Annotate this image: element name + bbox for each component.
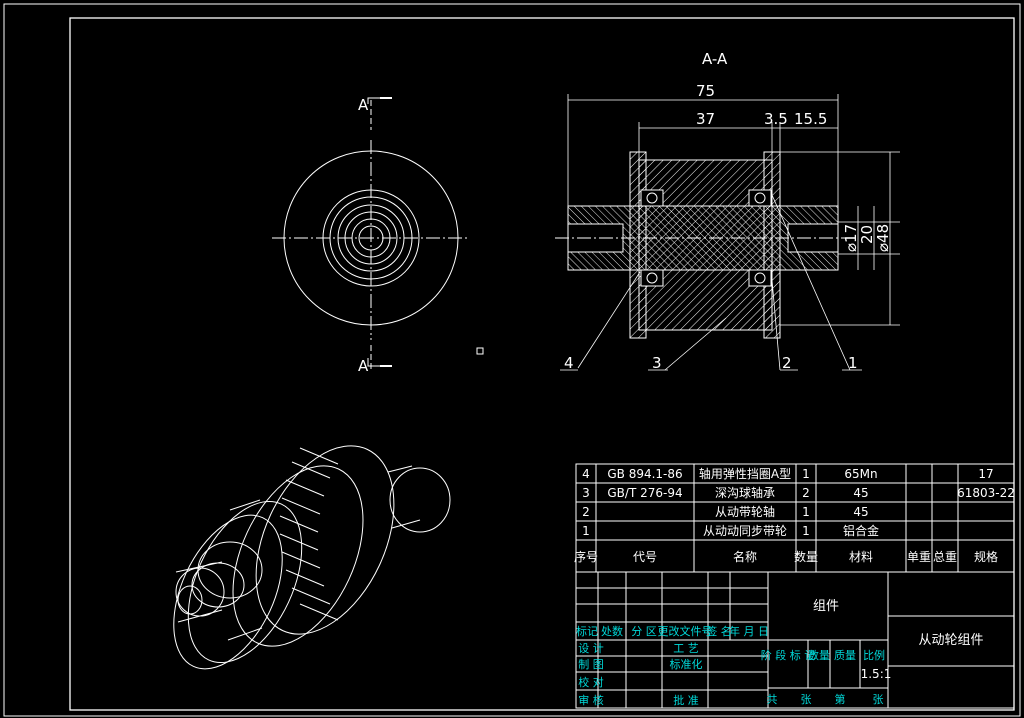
sign-row-label: 制 图 xyxy=(578,658,604,671)
bom-cell-name: 从动动同步带轮 xyxy=(703,524,787,538)
inner-border xyxy=(69,17,1015,711)
process-label: 工 艺 xyxy=(673,642,699,655)
front-view xyxy=(272,100,470,370)
revision-header: 分 区 xyxy=(631,625,657,638)
bom-cell-no: 2 xyxy=(582,505,590,519)
bom-cell-name: 从动带轮轴 xyxy=(715,504,775,519)
scale-value: 1.5:1 xyxy=(861,667,892,681)
section-view xyxy=(555,151,850,339)
footer-label: 张 xyxy=(801,693,812,706)
outer-border xyxy=(3,3,1021,717)
stage-header: 比例 xyxy=(863,648,885,662)
dim-overall-length: 75 xyxy=(696,82,715,100)
bom-cell-qty: 1 xyxy=(802,524,810,538)
dim-outer-dia: ⌀48 xyxy=(874,224,892,252)
dim-hub-length: 37 xyxy=(696,110,715,128)
revision-header: 更改文件号 xyxy=(658,624,713,638)
revision-header: 标记 xyxy=(576,624,598,638)
sign-row-label: 审 核 xyxy=(578,693,604,707)
bom-cell-material: 45 xyxy=(853,505,868,519)
balloon-4: 4 xyxy=(564,354,574,372)
dimension-lines xyxy=(560,94,900,371)
footer-label: 共 xyxy=(767,693,778,706)
drawing-name: 从动轮组件 xyxy=(918,633,983,648)
bom-header-spec: 规格 xyxy=(974,549,998,564)
bom-cell-name: 轴用弹性挡圈A型 xyxy=(699,466,791,481)
bom-header-code: 代号 xyxy=(633,550,657,564)
footer-label: 第 xyxy=(835,692,846,706)
dim-flange-b: 15.5 xyxy=(794,110,827,128)
bom-header-unit_weight: 单重 xyxy=(907,550,931,564)
bom-header-no: 序号 xyxy=(574,549,598,564)
bom-cell-qty: 1 xyxy=(802,467,810,481)
balloon-3: 3 xyxy=(652,354,662,372)
process-label: 标准化 xyxy=(670,657,703,671)
stage-header: 数量 xyxy=(808,649,830,662)
bom-cell-material: 铝合金 xyxy=(843,523,879,538)
small-marker xyxy=(476,347,484,355)
isometric-view xyxy=(173,445,451,670)
bom-cell-spec: 61803-22 xyxy=(957,486,1015,500)
title-text: 组件从动轮组件 1.5:1 标记处数分 区更改文件号签 名年 月 日设 计制 图校 … xyxy=(576,599,984,707)
bom-cell-code: GB 894.1-86 xyxy=(607,467,682,481)
bom-header-material: 材料 xyxy=(849,550,873,564)
bom-header-name: 名称 xyxy=(733,549,757,564)
stage-header: 阶 段 标 记 xyxy=(761,648,816,662)
section-mark-top-label: A xyxy=(358,96,369,114)
bom-cell-material: 45 xyxy=(853,486,868,500)
revision-header: 签 名 xyxy=(706,624,732,638)
assembly-label: 组件 xyxy=(813,599,839,614)
bom-table xyxy=(575,463,1015,573)
bom-cell-material: 65Mn xyxy=(844,467,877,481)
bom-cell-no: 1 xyxy=(582,524,590,538)
section-mark-bottom xyxy=(367,358,392,367)
bom-cell-no: 4 xyxy=(582,467,590,481)
balloon-1: 1 xyxy=(848,354,858,372)
bom-text: 4 GB 894.1-86 轴用弹性挡圈A型 1 65Mn 17 3 GB/T 276-94 深… xyxy=(574,466,1015,564)
bom-cell-code: GB/T 276-94 xyxy=(607,486,682,500)
section-mark-bottom-label: A xyxy=(358,357,369,375)
section-title: A-A xyxy=(702,50,728,68)
bom-header-total_weight: 总重 xyxy=(933,550,957,564)
sign-row-label: 设 计 xyxy=(578,642,604,655)
bom-header-qty: 数量 xyxy=(794,549,818,564)
process-label: 批 准 xyxy=(673,693,699,707)
revision-header: 处数 xyxy=(601,625,623,638)
dim-bore-dia: 20 xyxy=(858,225,876,244)
revision-header: 年 月 日 xyxy=(729,624,769,638)
bom-cell-no: 3 xyxy=(582,486,590,500)
balloon-2: 2 xyxy=(782,354,792,372)
dim-flange-a: 3.5 xyxy=(764,110,788,128)
section-mark-top xyxy=(367,97,392,104)
sign-row-label: 校 对 xyxy=(578,675,604,689)
bom-cell-qty: 2 xyxy=(802,486,810,500)
bom-cell-name: 深沟球轴承 xyxy=(715,485,775,500)
footer-label: 张 xyxy=(873,693,884,706)
bom-cell-qty: 1 xyxy=(802,505,810,519)
title-block xyxy=(575,571,1015,709)
bom-cell-spec: 17 xyxy=(978,467,993,481)
dim-shaft-dia: ⌀17 xyxy=(842,224,860,252)
stage-header: 质量 xyxy=(834,649,856,662)
